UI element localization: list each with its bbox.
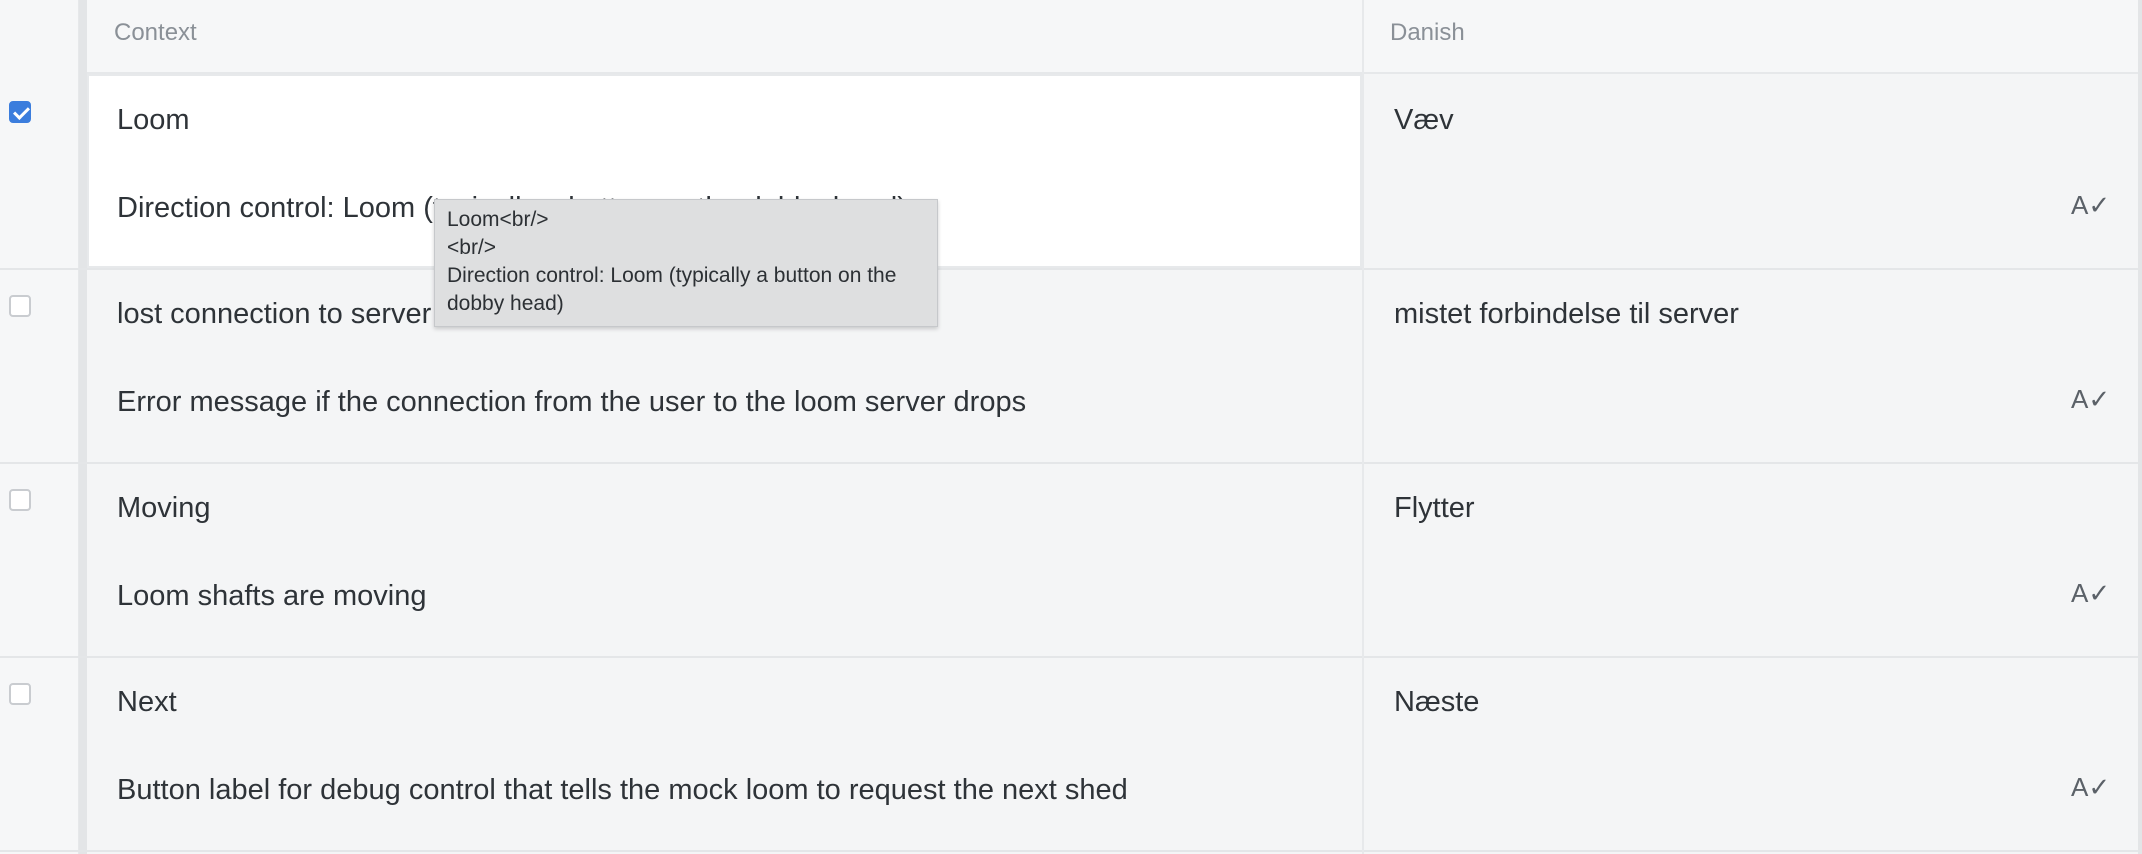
- rail-divider: [79, 0, 87, 854]
- translation-cell[interactable]: Væv A✓: [1364, 74, 2138, 268]
- translation-cell[interactable]: mistet forbindelse til server A✓: [1364, 268, 2138, 462]
- context-cell[interactable]: lost connection to server Error message …: [87, 268, 1362, 462]
- translation-text[interactable]: Flytter: [1394, 492, 1475, 524]
- context-cell[interactable]: Next Button label for debug control that…: [87, 656, 1362, 850]
- source-string: Next: [117, 686, 177, 718]
- source-string: lost connection to server: [117, 298, 432, 330]
- table-row[interactable]: Next Button label for debug control that…: [0, 656, 2142, 852]
- translation-text[interactable]: Væv: [1394, 104, 1454, 136]
- column-divider: [1362, 0, 1364, 854]
- source-string: Moving: [117, 492, 211, 524]
- context-description: Loom shafts are moving: [117, 580, 427, 612]
- row-select-checkbox[interactable]: [9, 489, 31, 511]
- context-cell[interactable]: Moving Loom shafts are moving: [87, 462, 1362, 656]
- row-select-checkbox[interactable]: [9, 101, 31, 123]
- spellcheck-icon[interactable]: A✓: [2071, 384, 2111, 414]
- right-edge: [2138, 0, 2142, 854]
- table-row[interactable]: lost connection to server Error message …: [0, 268, 2142, 464]
- translation-text[interactable]: mistet forbindelse til server: [1394, 298, 1739, 330]
- spellcheck-icon[interactable]: A✓: [2071, 578, 2111, 608]
- header-language: Danish: [1390, 19, 1465, 46]
- tooltip-line: <br/>: [447, 236, 497, 259]
- row-select-checkbox[interactable]: [9, 295, 31, 317]
- row-select-checkbox[interactable]: [9, 683, 31, 705]
- hover-tooltip: Loom<br/> <br/> Direction control: Loom …: [434, 199, 938, 327]
- table-header: Context Danish: [87, 0, 2142, 74]
- spellcheck-icon[interactable]: A✓: [2071, 772, 2111, 802]
- translation-cell[interactable]: Næste A✓: [1364, 656, 2138, 850]
- translation-text[interactable]: Næste: [1394, 686, 1480, 718]
- translation-cell[interactable]: Flytter A✓: [1364, 462, 2138, 656]
- context-description: Button label for debug control that tell…: [117, 774, 1128, 806]
- tooltip-line: Direction control: Loom (typically a but…: [447, 264, 897, 315]
- source-string: Loom: [117, 104, 190, 136]
- table-row[interactable]: Moving Loom shafts are moving Flytter A✓: [0, 462, 2142, 658]
- selection-rail: [0, 0, 79, 854]
- tooltip-line: Loom<br/>: [447, 208, 549, 231]
- header-context: Context: [114, 19, 197, 46]
- table-row[interactable]: Loom Direction control: Loom (typically …: [0, 74, 2142, 270]
- spellcheck-icon[interactable]: A✓: [2071, 190, 2111, 220]
- context-description: Error message if the connection from the…: [117, 386, 1027, 418]
